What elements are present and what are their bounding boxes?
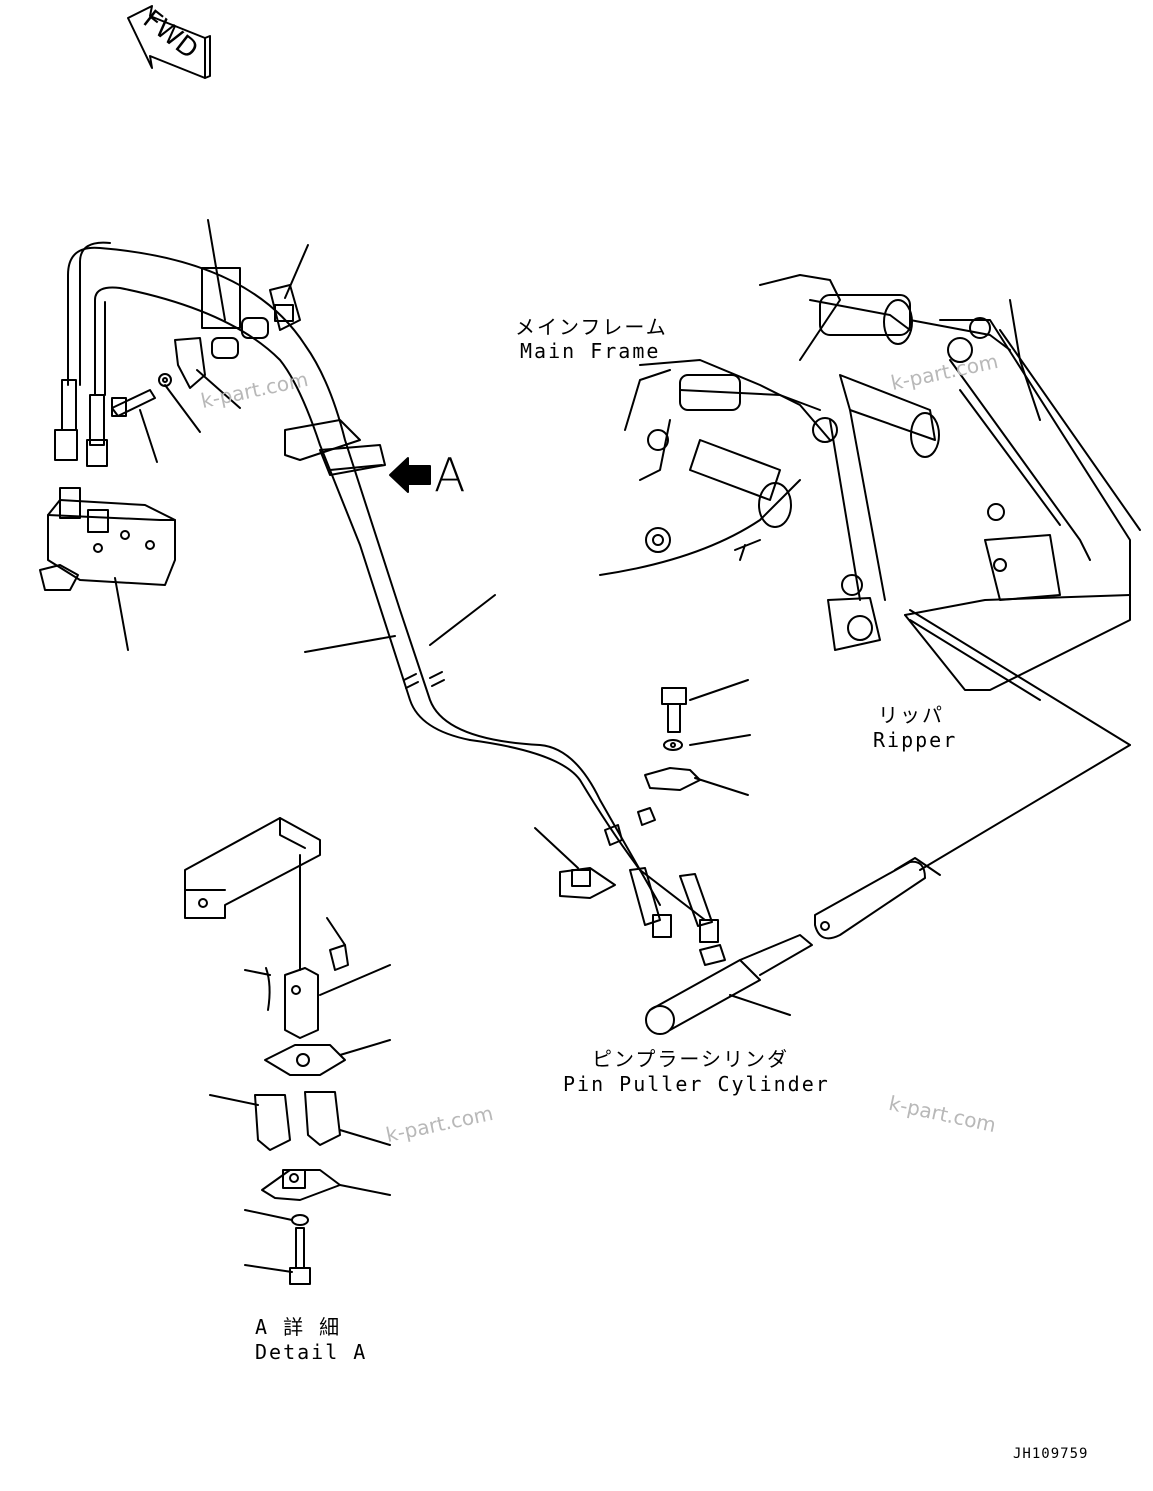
detail-a-label-jp: A 詳 細	[255, 1315, 342, 1339]
upper-clamp-parts	[111, 267, 386, 476]
detail-a-drawing	[184, 817, 391, 1285]
main-frame-label-jp: メインフレーム	[515, 315, 668, 339]
hose-assembly	[67, 241, 706, 921]
main-frame-label-en: Main Frame	[520, 339, 661, 363]
fwd-arrow-icon	[127, 5, 211, 79]
ripper-label-en: Ripper	[873, 728, 958, 752]
view-a-callout: A	[434, 448, 466, 502]
view-a-arrow-icon	[389, 457, 431, 493]
leader-lines-ripper	[909, 609, 1131, 871]
leader-lines-upper	[114, 219, 496, 653]
detail-a-label-en: Detail A	[255, 1340, 368, 1364]
drawing-code: JH109759	[1013, 1446, 1089, 1462]
pin-puller-label-jp: ピンプラーシリンダ	[592, 1047, 789, 1071]
pin-puller-label-en: Pin Puller Cylinder	[563, 1072, 830, 1096]
ripper-frame-drawing	[599, 274, 1141, 701]
ripper-label-jp: リッパ	[878, 703, 944, 727]
right-clamp-parts	[534, 679, 751, 943]
pin-puller-cylinder	[645, 857, 941, 1035]
valve-block	[39, 379, 176, 591]
